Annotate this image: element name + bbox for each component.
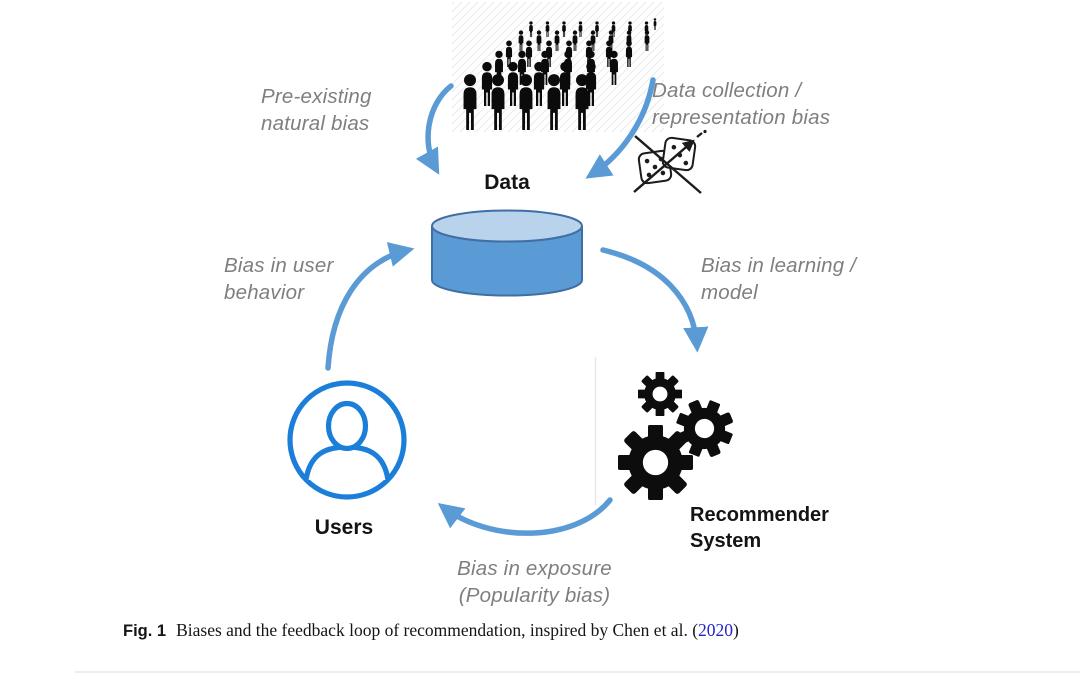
label-user-behavior-bias: Bias in user behavior bbox=[224, 254, 334, 305]
figure-caption: Fig. 1 Biases and the feedback loop of re… bbox=[123, 620, 739, 641]
users-icon bbox=[287, 380, 407, 500]
gears-icon bbox=[618, 372, 742, 500]
label-data-collection-bias: Data collection / representation bias bbox=[652, 79, 831, 130]
label-learning-model-bias: Bias in learning / model bbox=[701, 254, 857, 305]
node-label-data: Data bbox=[484, 171, 530, 194]
node-label-users: Users bbox=[314, 516, 374, 539]
figure-number: Fig. 1 bbox=[123, 622, 167, 640]
arrow-recommender-to-users bbox=[437, 497, 613, 536]
crowd-icon bbox=[452, 2, 664, 132]
arrow-collection-to-data bbox=[585, 77, 656, 179]
citation-link-2020[interactable]: 2020 bbox=[698, 620, 734, 640]
database-cylinder-icon bbox=[431, 209, 583, 297]
label-pre-existing-bias: Pre-existing natural bias bbox=[261, 85, 372, 136]
caption-close-paren: ) bbox=[733, 620, 739, 640]
arrow-users-to-data bbox=[325, 242, 415, 371]
caption-text: Biases and the feedback loop of recommen… bbox=[176, 620, 699, 640]
label-exposure-bias: Bias in exposure (Popularity bias) bbox=[457, 557, 612, 608]
arrow-data-to-recommender bbox=[600, 247, 709, 353]
node-label-recommender-system: Recommender System bbox=[690, 504, 829, 552]
crossed-dice-icon bbox=[633, 129, 707, 194]
arrow-crowd-to-data bbox=[415, 83, 454, 175]
